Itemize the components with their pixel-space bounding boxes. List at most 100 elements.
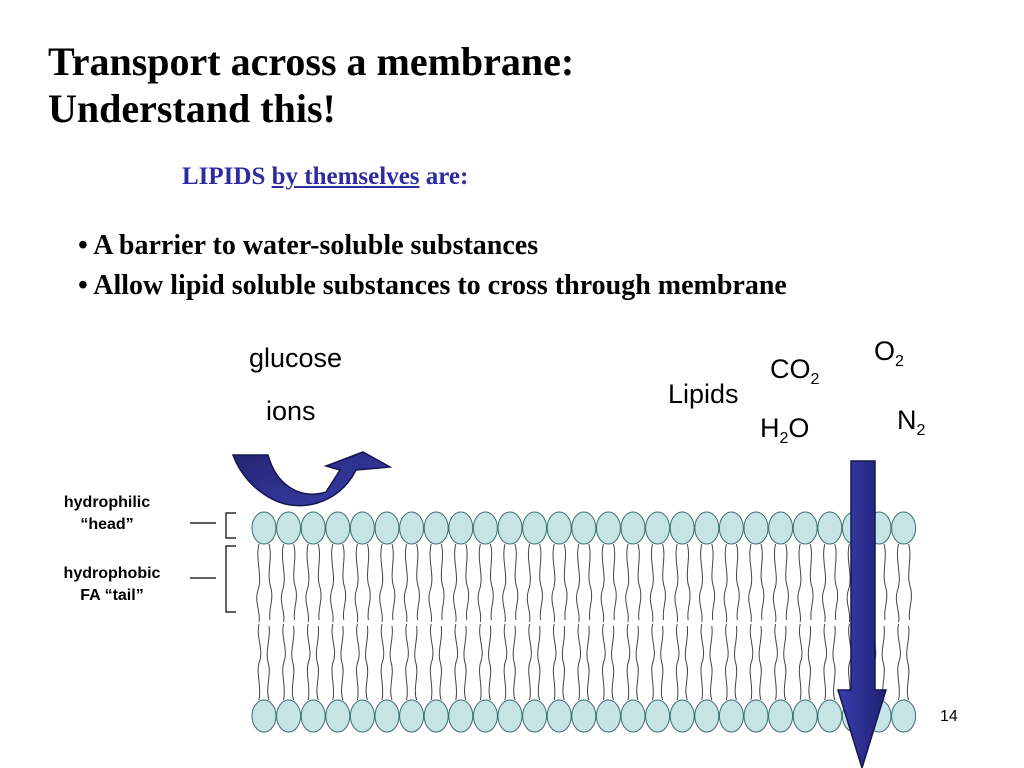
phospholipid-head-bottom-21 (768, 699, 794, 733)
phospholipid-head-bottom-0 (251, 699, 277, 733)
phospholipid-head-top-22 (792, 511, 818, 545)
label-ions: ions (266, 396, 316, 426)
blocked-curved-arrow (231, 451, 393, 507)
head-bracket (225, 512, 236, 539)
fatty-acid-tail-top-b-26 (908, 543, 912, 621)
phospholipid-head-bottom-9 (472, 699, 498, 733)
fatty-acid-tail-bot-a-17 (675, 623, 680, 701)
phospholipid-head-top-19 (718, 511, 744, 545)
fatty-acid-tail-top-a-20 (748, 543, 753, 623)
fatty-acid-tail-top-a-7 (428, 543, 433, 623)
phospholipid-head-bottom-3 (325, 699, 351, 733)
fatty-acid-tail-top-b-18 (711, 543, 716, 621)
fatty-acid-tail-bot-b-4 (365, 625, 369, 701)
phospholipid-head-bottom-2 (300, 699, 326, 733)
fatty-acid-tail-top-b-13 (588, 543, 593, 621)
fatty-acid-tail-top-a-11 (526, 543, 531, 623)
phospholipid-head-top-2 (300, 511, 326, 545)
fatty-acid-tail-bot-a-11 (528, 623, 532, 701)
phospholipid-head-bottom-12 (546, 699, 572, 733)
subtitle-underlined: by themselves (271, 163, 420, 190)
fatty-acid-tail-bot-a-21 (774, 623, 778, 701)
fatty-acid-tail-bot-b-12 (561, 625, 566, 701)
fatty-acid-tail-top-b-23 (834, 543, 839, 621)
fatty-acid-tail-bot-a-2 (306, 623, 311, 701)
fatty-acid-tail-bot-b-13 (586, 625, 590, 701)
phospholipid-head-bottom-10 (497, 699, 523, 733)
phospholipid-head-bottom-17 (669, 699, 695, 733)
phospholipid-head-top-6 (399, 511, 425, 545)
fatty-acid-tail-top-b-20 (760, 543, 765, 621)
phospholipid-head-top-1 (276, 511, 302, 545)
fatty-acid-tail-bot-b-15 (635, 625, 639, 701)
o2-sub: 2 (895, 353, 904, 370)
bottom-leaflet-heads (251, 699, 917, 733)
fatty-acid-tail-top-a-12 (551, 543, 556, 623)
fatty-acid-tail-top-a-13 (576, 543, 581, 623)
fatty-acid-tail-bot-a-20 (749, 623, 754, 701)
label-brackets (190, 512, 236, 613)
down-arrow-shape (836, 460, 888, 768)
fatty-acid-tail-top-a-16 (649, 543, 654, 623)
fatty-acid-tail-bot-b-2 (315, 625, 320, 701)
fatty-acid-tail-bot-a-16 (651, 623, 655, 701)
h2o-post: O (788, 413, 810, 443)
subtitle-post: are: (425, 163, 469, 190)
phospholipid-head-bottom-11 (522, 699, 548, 733)
fatty-acid-tail-bot-b-25 (881, 625, 885, 701)
fatty-acid-tail-bot-a-4 (356, 623, 360, 701)
fatty-acid-tail-bot-a-0 (257, 623, 262, 701)
fatty-acid-tail-top-a-15 (625, 543, 630, 623)
co2-base: CO (770, 354, 811, 384)
fatty-acid-tail-top-b-25 (883, 543, 888, 621)
phospholipid-head-top-23 (817, 511, 843, 545)
fatty-acid-tail-top-b-12 (563, 543, 568, 621)
phospholipid-head-bottom-7 (423, 699, 449, 733)
hydrophobic-line-1: hydrophobic (63, 565, 161, 582)
label-co2: CO2 (770, 354, 819, 389)
fatty-acid-tail-top-b-11 (539, 543, 543, 621)
bullet-lipid-soluble: • Allow lipid soluble substances to cros… (78, 270, 787, 301)
fatty-acid-tail-bot-a-13 (577, 623, 581, 701)
fatty-acid-tail-bot-a-1 (282, 623, 286, 701)
fatty-acid-tail-top-a-18 (699, 543, 704, 623)
top-leaflet-heads (251, 511, 917, 545)
phospholipid-head-bottom-16 (645, 699, 671, 733)
phospholipid-head-top-18 (694, 511, 720, 545)
phospholipid-head-top-3 (325, 511, 351, 545)
phospholipid-head-bottom-1 (276, 699, 302, 733)
fatty-acid-tail-bot-b-9 (488, 625, 492, 701)
fatty-acid-tail-bot-a-23 (823, 623, 827, 701)
fatty-acid-tail-bot-b-20 (758, 625, 762, 701)
fatty-acid-tail-top-a-3 (330, 543, 335, 623)
fatty-acid-tail-top-b-17 (686, 543, 691, 621)
fatty-acid-tail-top-a-21 (772, 543, 777, 623)
hydrophilic-line-1: hydrophilic (63, 494, 151, 511)
phospholipid-head-bottom-15 (620, 699, 646, 733)
fatty-acid-tail-bot-b-6 (414, 625, 418, 701)
fatty-acid-tail-bot-b-0 (266, 625, 270, 701)
label-n2: N2 (897, 405, 925, 440)
subtitle: LIPIDS by themselves are: (182, 163, 468, 191)
fatty-acid-tail-bot-b-1 (291, 625, 295, 701)
label-lipids: Lipids (668, 379, 739, 409)
h2o-sub: 2 (779, 430, 789, 447)
u-turn-arrow-shape (231, 451, 393, 507)
fatty-acid-tail-top-b-4 (366, 543, 371, 621)
phospholipid-head-top-26 (891, 511, 917, 545)
fatty-acid-tail-bot-b-11 (537, 625, 541, 701)
fatty-acid-tail-top-b-21 (785, 543, 789, 621)
co2-sub: 2 (810, 371, 820, 388)
phospholipid-head-bottom-23 (817, 699, 843, 733)
label-hydrophobic: hydrophobic FA “tail” (40, 563, 184, 607)
phospholipid-head-bottom-4 (349, 699, 375, 733)
slide-title: Transport across a membrane: Understand … (48, 38, 574, 132)
tail-bracket (225, 545, 236, 613)
fatty-acid-tail-bot-b-18 (709, 625, 713, 701)
phospholipid-head-top-20 (743, 511, 769, 545)
fatty-acid-tail-top-a-6 (403, 543, 408, 623)
phospholipid-head-bottom-20 (743, 699, 769, 733)
subtitle-pre: LIPIDS (182, 163, 266, 190)
crossing-down-arrow (836, 460, 888, 768)
fatty-acid-tail-top-b-6 (416, 543, 420, 621)
